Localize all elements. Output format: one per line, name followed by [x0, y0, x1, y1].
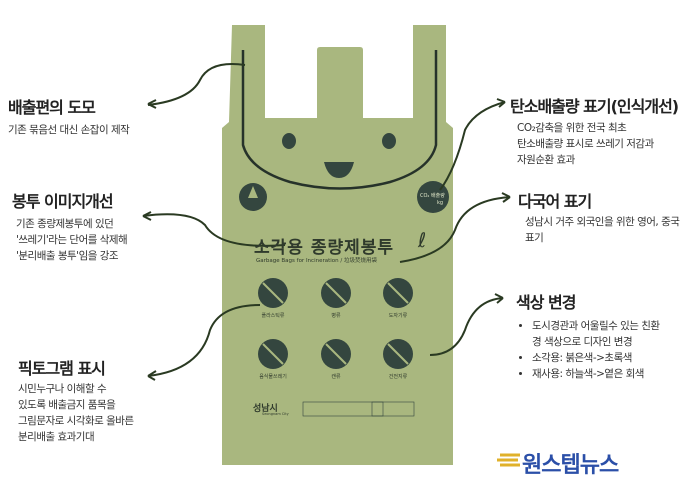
desc-line: 자원순환 효과 — [517, 154, 575, 166]
bullet-item: 소각용: 붉은색->초록색 — [532, 350, 668, 366]
feature-title-carbon: 탄소배출량 표기(인식개선) — [510, 97, 679, 116]
co2-badge-unit: kg — [437, 200, 444, 206]
city-logo-text: 성남시 — [253, 404, 278, 414]
bag-eye-left — [282, 133, 296, 149]
feature-desc-pictogram: 시민누구나 이해할 수 있도록 배출금지 품목을 그림문자로 시각화로 올바른 … — [18, 381, 134, 445]
bag-eye-right — [382, 133, 396, 149]
feature-title-pictogram: 픽토그램 표시 — [18, 359, 106, 378]
feature-title-handle: 배출편의 도모 — [8, 98, 96, 117]
desc-line: 탄소배출량 표시로 쓰레기 저감과 — [517, 138, 654, 150]
logo-stripes — [497, 453, 520, 467]
bullet-item: 재사용: 하늘색->옅은 회색 — [532, 366, 668, 382]
desc-line: 성남시 거주 외국인을 위한 영어, 중국어 — [525, 216, 680, 228]
pictogram-label: 캔류 — [331, 374, 341, 380]
feature-title-image: 봉투 이미지개선 — [12, 192, 114, 211]
feature-desc-multilingual: 성남시 거주 외국인을 위한 영어, 중국어 표기 — [525, 214, 680, 246]
desc-line: 있도록 배출금지 품목을 — [18, 399, 116, 411]
arrows — [142, 63, 511, 381]
desc-line: '쓰레기'라는 단어를 삭제해 — [16, 234, 128, 246]
pictogram-label: 도자기류 — [388, 313, 408, 319]
bag-mouth — [324, 162, 354, 178]
desc-line: 그림문자로 시각화로 올바른 — [18, 415, 134, 427]
bag-subtitle: Garbage Bags for Incineration / 垃圾焚烧用袋 — [256, 258, 377, 264]
feature-title-multilingual: 다국어 표기 — [518, 192, 592, 211]
info-box — [302, 401, 384, 417]
desc-line: 표기 — [525, 232, 544, 244]
bullet-item: 도시경관과 어울릴수 있는 친환경 색상으로 디자인 변경 — [532, 318, 668, 350]
desc-line: CO₂감축을 위한 전국 최초 — [517, 122, 627, 134]
city-logo-en: Seongnam City — [262, 412, 289, 416]
desc-line: 기존 종량제봉투에 있던 — [16, 218, 114, 230]
feature-desc-color: 도시경관과 어울릴수 있는 친환경 색상으로 디자인 변경 소각용: 붉은색->… — [518, 318, 668, 382]
feature-desc-carbon: CO₂감축을 위한 전국 최초 탄소배출량 표시로 쓰레기 저감과 자원순환 효… — [517, 120, 654, 168]
desc-line: 기존 묶음선 대신 손잡이 제작 — [8, 124, 130, 136]
desc-line: '분리배출 봉투'임을 강조 — [16, 250, 119, 262]
feature-title-color: 색상 변경 — [516, 293, 576, 312]
pictogram-label: 병류 — [331, 313, 341, 319]
feature-desc-handle: 기존 묶음선 대신 손잡이 제작 — [8, 122, 130, 138]
news-logo: 원스텝뉴스 — [522, 453, 619, 478]
pictogram-label: 건전지류 — [388, 374, 408, 380]
desc-line: 분리배출 효과기대 — [18, 431, 95, 443]
pictogram-icons — [258, 278, 413, 369]
pictogram-label: 음식물쓰레기 — [259, 374, 287, 380]
barcode-box — [371, 401, 415, 417]
co2-badge-label: CO₂ 배출량 — [420, 193, 445, 199]
pictogram-label: 플라스틱류 — [261, 313, 285, 319]
feature-desc-image: 기존 종량제봉투에 있던 '쓰레기'라는 단어를 삭제해 '분리배출 봉투'임을… — [16, 216, 128, 264]
desc-line: 시민누구나 이해할 수 — [18, 383, 107, 395]
bag-volume-unit: ℓ — [418, 228, 427, 252]
bag-handle-line — [241, 50, 438, 190]
bag-title: 소각용 종량제봉투 — [254, 238, 395, 258]
